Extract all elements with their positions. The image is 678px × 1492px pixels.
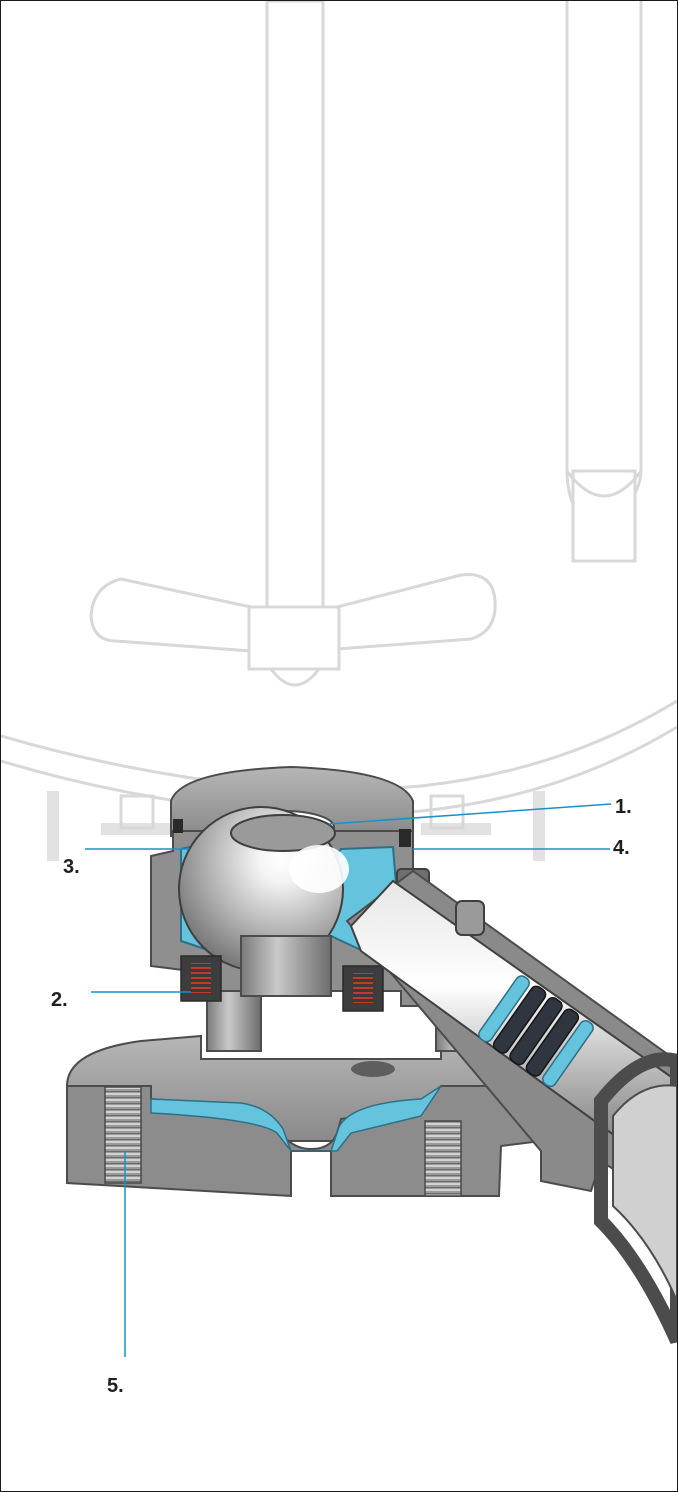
callout-label-5: 5. bbox=[107, 1375, 124, 1397]
callout-label-4: 4. bbox=[613, 837, 630, 859]
background-tank-outline bbox=[1, 1, 677, 861]
o-ring-right bbox=[399, 829, 411, 847]
leader-line-1 bbox=[328, 803, 612, 825]
bottom-flange bbox=[66, 1034, 542, 1198]
valve-body bbox=[150, 765, 432, 1012]
callout-label-3: 3. bbox=[63, 856, 80, 878]
o-ring-left bbox=[173, 819, 183, 833]
callout-leaders bbox=[85, 803, 612, 1357]
callout-label-2: 2. bbox=[51, 989, 68, 1011]
callout-label-1: 1. bbox=[615, 796, 632, 818]
valve-assembly bbox=[66, 765, 677, 1344]
actuator-shaft bbox=[345, 869, 677, 1344]
